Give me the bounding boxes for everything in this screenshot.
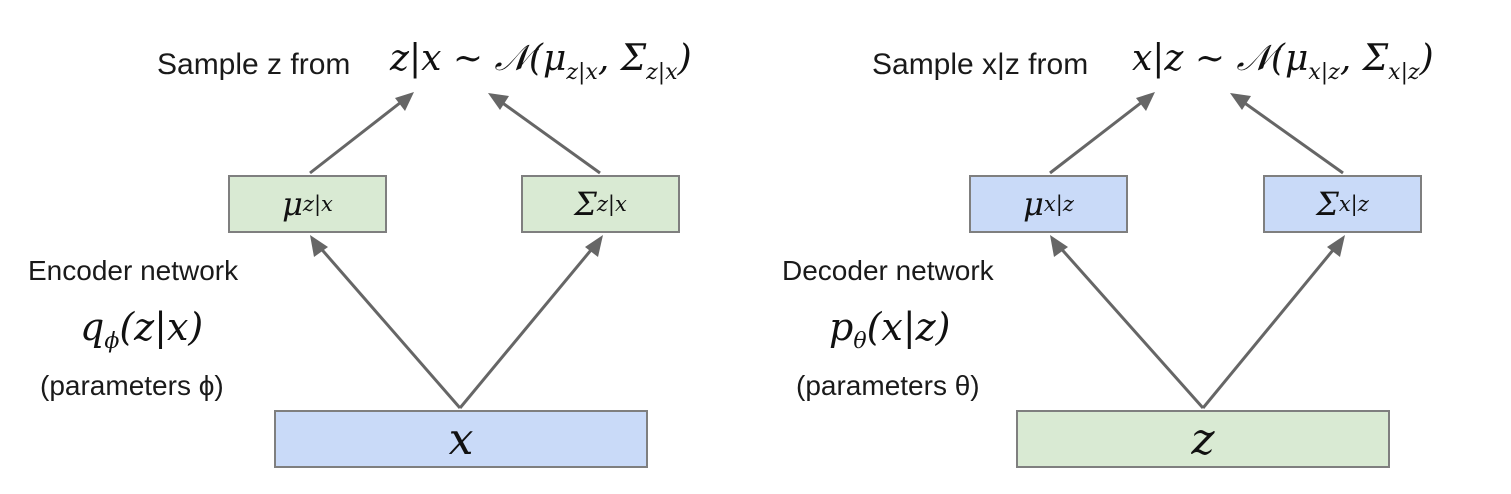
arrow-sigma-to-sample	[1238, 97, 1344, 175]
arrow-z-to-mu	[1055, 243, 1205, 409]
decoder-sample-label: Sample x|z from	[872, 48, 1089, 81]
arrow-x-to-mu	[315, 243, 462, 409]
decoder-sample-formula: x|z ∼ 𝒩(μx|z, Σx|z)	[1132, 38, 1434, 85]
decoder-input-box: z	[1016, 410, 1390, 468]
encoder-network-formula: qϕ(z|x)	[80, 305, 204, 354]
encoder-sample-label: Sample z from	[157, 48, 351, 81]
decoder-network-label: Decoder network	[782, 255, 994, 286]
arrow-z-to-sigma	[1201, 243, 1340, 409]
arrow-mu-to-sample	[309, 97, 406, 175]
encoder-arrows	[309, 92, 603, 409]
arrowhead-mu-to-sample	[395, 92, 414, 111]
arrowhead-z-to-sigma	[1327, 235, 1345, 257]
decoder-params-label: (parameters θ)	[796, 370, 980, 401]
arrowhead-z-to-mu	[1050, 235, 1068, 257]
decoder-arrows	[1049, 92, 1345, 409]
arrow-x-to-sigma	[458, 243, 598, 409]
encoder-network-label: Encoder network	[28, 255, 239, 286]
arrowhead-x-to-mu	[310, 235, 328, 257]
encoder-params-label: (parameters ϕ)	[40, 370, 224, 401]
arrowhead-sigma-to-sample	[1230, 93, 1251, 110]
arrow-sigma-to-sample	[496, 97, 601, 175]
arrow-mu-to-sample	[1049, 97, 1147, 175]
encoder-input-box: x	[274, 410, 648, 468]
encoder-sample-formula: z|x ∼ 𝒩(μz|x, Σz|x)	[390, 38, 692, 85]
arrowhead-mu-to-sample	[1136, 92, 1155, 111]
arrowhead-x-to-sigma	[585, 235, 603, 257]
decoder-network-formula: pθ(x|z)	[829, 305, 951, 354]
arrowhead-sigma-to-sample	[488, 93, 509, 110]
